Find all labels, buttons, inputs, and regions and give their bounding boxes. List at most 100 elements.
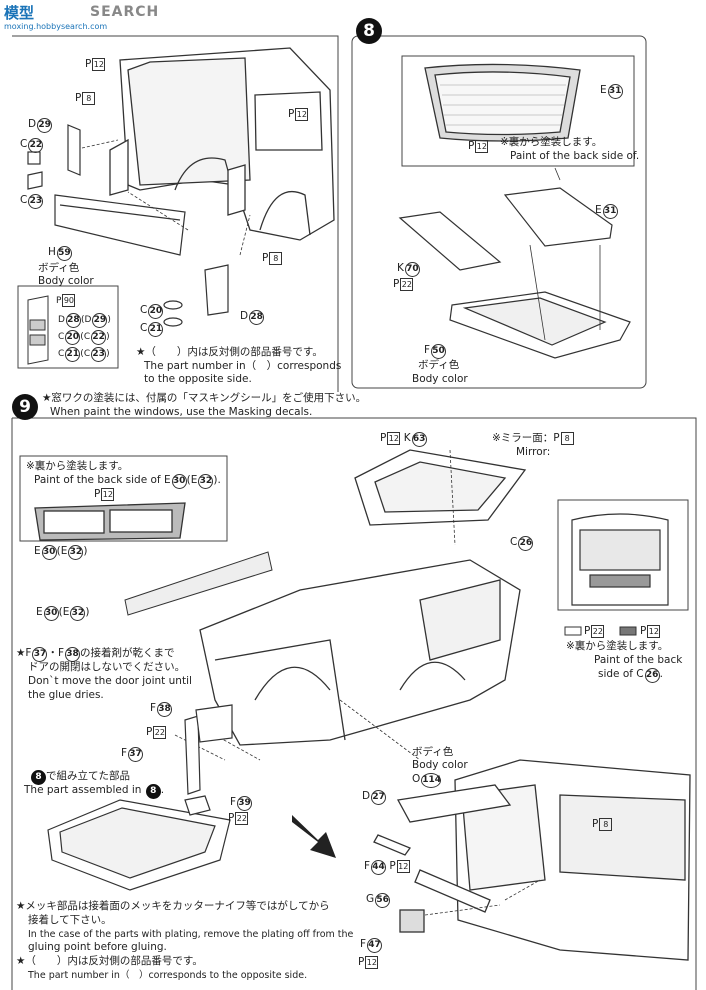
step8-window-glass xyxy=(424,63,581,142)
direction-arrow xyxy=(292,815,336,858)
s7-note-jp: ★（ ）内は反対側の部品番号です。 xyxy=(136,346,323,358)
s8-body-en: Body color xyxy=(412,373,468,385)
step8-window-lines xyxy=(440,84,566,126)
s9-opp-jp: ★（ ）内は反対側の部品番号です。 xyxy=(16,955,203,967)
s9-opp-en: The part number in（ ）corresponds to the … xyxy=(28,970,308,981)
s7-note-en1: The part number in（ ）corresponds xyxy=(144,360,342,372)
step9-door-leaders xyxy=(424,879,541,916)
s8-note-en: Paint of the back side of. xyxy=(510,150,640,162)
s9-header-jp: ★窓ワクの塗装には、付属の「マスキングシール」をご使用下さい。 xyxy=(42,392,367,404)
step8-arrows xyxy=(529,167,601,341)
step9-dashed xyxy=(174,449,456,761)
step9-rear-view xyxy=(571,513,669,606)
step9-frame xyxy=(11,417,697,990)
s9-plating-en2: gluing point before gluing. xyxy=(28,941,167,953)
step7-frame xyxy=(12,35,339,392)
s9-glue-en1: Don`t move the door joint until xyxy=(28,675,192,687)
step8-inner-box xyxy=(401,55,635,167)
step9-left-inset xyxy=(19,455,228,542)
s9-mirror-en: Mirror: xyxy=(516,446,551,458)
step9-window-frame xyxy=(34,502,186,541)
s9-plating-jp2: 接着して下さい。 xyxy=(28,914,112,926)
step7-arrows xyxy=(81,139,251,256)
s9-assembled-en: The part assembled in 8. xyxy=(24,784,164,799)
step7-inset-part xyxy=(27,295,49,365)
step9-rear-door xyxy=(373,759,691,961)
watermark-url: moxing.hobbysearch.com xyxy=(4,22,108,31)
legend-light xyxy=(564,626,582,636)
step7-van-body xyxy=(109,47,335,241)
step7-inset xyxy=(17,285,119,369)
step8-number: 8 xyxy=(356,18,382,44)
watermark-search: SEARCH xyxy=(90,4,160,20)
s7-body-jp: ボディ色 xyxy=(38,262,80,274)
s9-glue-en2: the glue dries. xyxy=(28,689,104,701)
step9-side-glass xyxy=(124,551,273,616)
legend-dark xyxy=(619,626,637,636)
step9-number: 9 xyxy=(12,394,38,420)
s9-inset-note-jp: ※裏から塗装します。 xyxy=(566,640,669,652)
s7-note-en2: to the opposite side. xyxy=(144,373,252,385)
s7-body-en: Body color xyxy=(38,275,94,287)
step9-body xyxy=(199,559,521,746)
s8-body-jp: ボディ色 xyxy=(418,359,460,371)
s9-plating-en1: In the case of the parts with plating, r… xyxy=(28,929,354,940)
step9-assembled-part xyxy=(47,704,233,891)
s9-back-jp: ※裏から塗装します。 xyxy=(26,460,129,472)
step9-roof xyxy=(354,449,527,526)
step8-parts xyxy=(398,187,631,359)
s8-note-jp: ※裏から塗装します。 xyxy=(500,136,603,148)
step9-right-inset xyxy=(557,499,689,611)
step7-parts xyxy=(27,124,229,327)
s9-body-en: Body color xyxy=(412,759,468,771)
watermark-logo: 模型 xyxy=(4,4,35,22)
s9-header-en: When paint the windows, use the Masking … xyxy=(50,406,313,418)
s9-inset-note-en1: Paint of the back xyxy=(594,654,683,666)
s9-glue-jp2: ドアの開閉はしないでください。 xyxy=(28,661,186,673)
